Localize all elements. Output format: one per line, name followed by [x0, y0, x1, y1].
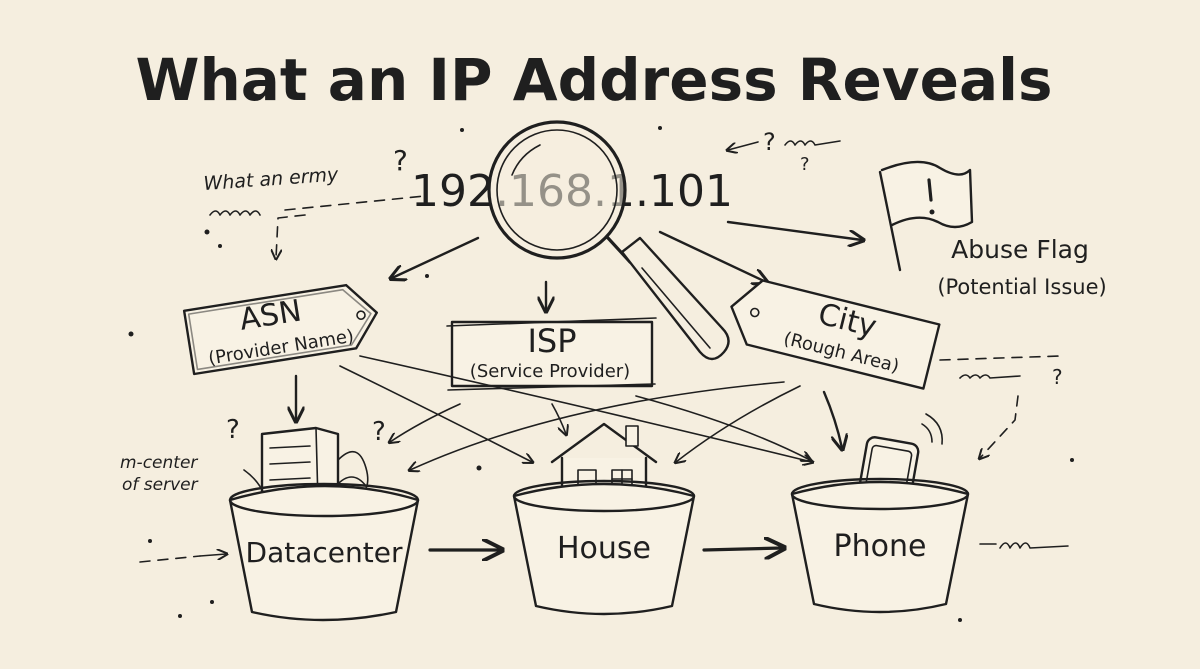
bucket-datacenter-label: Datacenter [246, 536, 403, 569]
scribble-bottom-right [979, 542, 1069, 549]
bucket-phone [790, 477, 970, 614]
question-mark-top: ? [393, 144, 408, 177]
arrow-city-datacenter [410, 381, 785, 470]
dashed-arrow-left [276, 214, 306, 258]
diagram-title: What an IP Address Reveals [135, 46, 1052, 114]
dashed-arrow-right [980, 395, 1019, 458]
ink-dots [128, 126, 1074, 622]
note-top-left: What an ermy [203, 164, 340, 195]
question-mark-right: ? [1052, 365, 1063, 389]
bucket-house-label: House [557, 531, 651, 566]
arrow-isp-phone [635, 395, 810, 460]
server-note-line1: m-center [120, 453, 198, 473]
note-scribble [209, 210, 261, 216]
scribble-right [959, 374, 1021, 379]
abuse-flag-sub: (Potential Issue) [937, 275, 1106, 299]
question-mark-server-right: ? [372, 417, 386, 447]
isp-box [446, 317, 657, 391]
dashed-connector-left [284, 195, 426, 211]
arrow-to-city [658, 230, 766, 282]
dashed-line-bottom-left [139, 555, 201, 563]
arrow-to-abuse [726, 220, 862, 240]
arrow-asn-house [339, 365, 532, 462]
arrow-asn-phone [359, 355, 812, 462]
server-note-line2: of server [122, 475, 199, 495]
bucket-phone-label: Phone [834, 529, 927, 564]
bucket-datacenter [228, 482, 420, 622]
magnifier-icon [487, 120, 730, 361]
bucket-house [512, 479, 696, 616]
city-tag [730, 279, 941, 390]
arrow-city-house [676, 385, 801, 462]
question-mark-top-right-2: ? [800, 154, 810, 175]
scribble-top-right [784, 140, 841, 146]
small-arrow-top-right [728, 141, 759, 150]
dashed-arrow-bottom-left [199, 554, 226, 556]
dashed-right-1 [939, 355, 1061, 361]
isp-sub: (Service Provider) [470, 361, 630, 382]
asn-tag [182, 283, 378, 376]
arrow-to-asn [392, 236, 480, 278]
arrow-house-phone [702, 548, 782, 550]
arrow-city-phone [822, 390, 842, 448]
abuse-flag-label: Abuse Flag [951, 235, 1089, 264]
question-mark-top-right: ? [763, 128, 776, 156]
question-mark-server-left: ? [226, 415, 240, 445]
arrow-isp-datacenter [390, 403, 461, 442]
isp-label: ISP [527, 322, 576, 360]
flag-icon [878, 160, 974, 272]
